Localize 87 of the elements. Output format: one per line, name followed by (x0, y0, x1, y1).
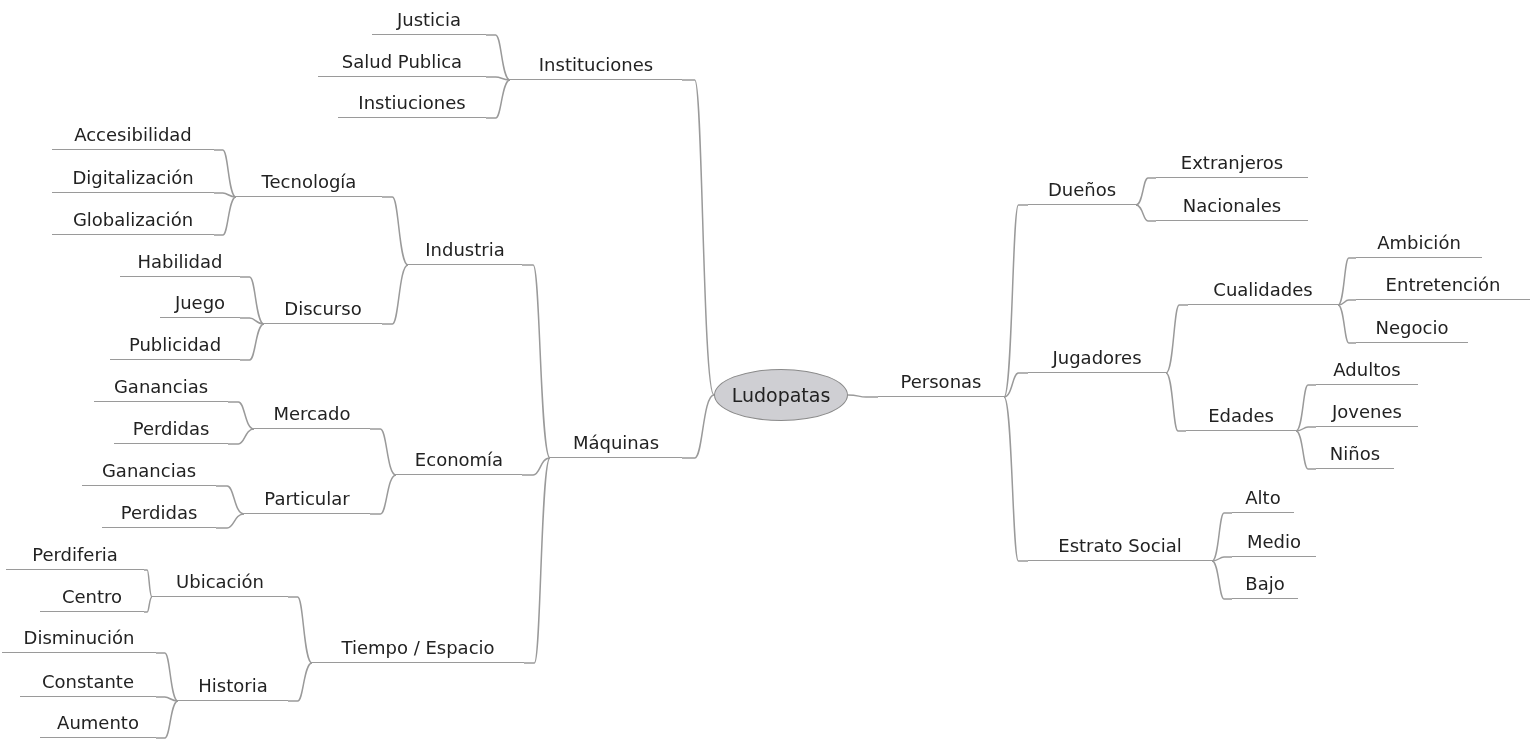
topic-label: Ubicación (152, 570, 288, 597)
topic-label: Alto (1232, 486, 1294, 513)
branch-line (213, 196, 237, 236)
topic-label: Perdidas (102, 501, 216, 528)
branch-line (215, 513, 245, 529)
branch-line (1211, 556, 1233, 562)
branch-line (1003, 372, 1029, 398)
topic-label: Tiempo / Espacio (312, 636, 524, 663)
topic-label: Negocio (1356, 316, 1468, 343)
topic-label: Accesibilidad (52, 123, 214, 150)
branch-line (485, 34, 511, 81)
branch-line (1135, 204, 1157, 222)
branch-line (155, 696, 179, 702)
branch-line (485, 79, 511, 119)
branch-line (155, 652, 179, 702)
topic-label: Ganancias (94, 375, 228, 402)
topic-label: Mercado (254, 402, 370, 429)
topic-label: Jovenes (1316, 400, 1418, 427)
topic-label: Aumento (40, 711, 156, 738)
branch-line (227, 428, 255, 445)
topic-label: Particular (244, 487, 370, 514)
branch-line (1211, 512, 1233, 562)
branch-line (239, 317, 265, 325)
topic-label: Cualidades (1188, 278, 1338, 305)
branch-line (847, 394, 879, 398)
topic-label: Personas (878, 370, 1004, 397)
topic-label: Industria (408, 238, 522, 265)
branch-line (681, 79, 715, 396)
branch-line (213, 192, 237, 198)
branch-line (1295, 384, 1317, 432)
branch-line (143, 596, 153, 613)
branch-line (239, 276, 265, 325)
topic-label: Historia (178, 674, 288, 701)
topic-label: Entretención (1356, 273, 1530, 300)
branch-line (1295, 426, 1317, 432)
branch-line (239, 323, 265, 361)
topic-label: Estrato Social (1028, 534, 1212, 561)
topic-label: Constante (20, 670, 156, 697)
topic-label: Niños (1316, 442, 1394, 469)
branch-line (369, 474, 397, 515)
branch-line (1003, 204, 1029, 398)
topic-label: Discurso (264, 297, 382, 324)
topic-label: Ganancias (82, 459, 216, 486)
topic-label: Ambición (1356, 231, 1482, 258)
topic-label: Economía (396, 448, 522, 475)
branch-line (1337, 299, 1357, 306)
topic-label: Adultos (1316, 358, 1418, 385)
topic-label: Disminución (2, 626, 156, 653)
topic-label: Instituciones (510, 53, 682, 80)
central-topic-ellipse: Ludopatas (714, 369, 848, 421)
topic-label: Perdiferia (6, 543, 144, 570)
branch-line (227, 401, 255, 430)
branch-line (1135, 177, 1157, 206)
topic-label: Edades (1186, 404, 1296, 431)
topic-label: Digitalización (52, 166, 214, 193)
topic-label: Salud Publica (318, 50, 486, 77)
topic-label: Tecnología (236, 170, 382, 197)
topic-label: Justicia (372, 8, 486, 35)
topic-label: Habilidad (120, 250, 240, 277)
topic-label: Extranjeros (1156, 151, 1308, 178)
branch-line (1211, 560, 1233, 600)
topic-label: Nacionales (1156, 194, 1308, 221)
topic-label: Máquinas (550, 431, 682, 458)
branch-line (1337, 304, 1357, 344)
branch-line (287, 662, 313, 702)
topic-label: Centro (40, 585, 144, 612)
branch-line (381, 196, 409, 266)
branch-line (485, 76, 511, 81)
branch-line (155, 700, 179, 739)
branch-line (369, 428, 397, 476)
branch-line (213, 149, 237, 198)
topic-label: Medio (1232, 530, 1316, 557)
topic-label: Globalización (52, 208, 214, 235)
topic-label: Dueños (1028, 178, 1136, 205)
branch-line (1295, 430, 1317, 470)
branch-line (1003, 396, 1029, 562)
branch-line (521, 457, 551, 476)
branch-line (215, 485, 245, 515)
branch-line (143, 569, 153, 598)
branch-line (681, 394, 715, 459)
topic-label: Juego (160, 291, 240, 318)
topic-label: Perdidas (114, 417, 228, 444)
topic-label: Bajo (1232, 572, 1298, 599)
topic-label: Publicidad (110, 333, 240, 360)
topic-label: Jugadores (1028, 346, 1166, 373)
topic-label: Instiuciones (338, 91, 486, 118)
branch-line (381, 264, 409, 325)
